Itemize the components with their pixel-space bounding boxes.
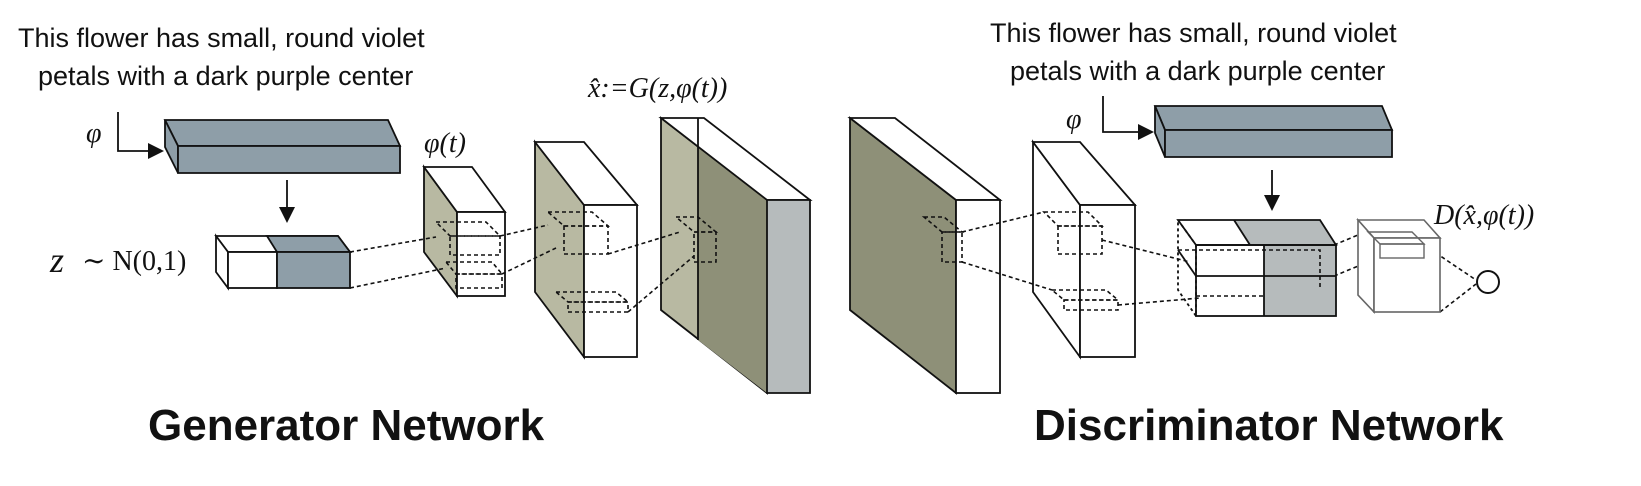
discriminator-down-arrow [1264,170,1280,211]
generator-output-label: x̂:=G(z,φ(t)) [587,73,727,104]
generator-phi-label: φ [86,118,102,149]
generator-dotted-connections [349,211,719,313]
discriminator-input-image [847,116,1003,395]
discriminator-phi-label: φ [1066,104,1082,135]
phi-t-label: φ(t) [424,128,466,159]
generator-layer-2 [533,139,639,360]
generator-layer-1 [422,164,507,299]
generator-down-arrow [279,180,295,223]
discriminator-concat-block [1176,217,1338,319]
discriminator-title: Discriminator Network [1034,401,1504,450]
generator-phi-arrow [117,112,164,159]
generator-output-image [658,116,813,395]
discriminator-caption-line2: petals with a dark purple center [1010,56,1385,86]
discriminator-text-embedding-bar [1153,105,1394,158]
discriminator-output-node [1476,270,1500,294]
discriminator-layer-2 [1031,139,1137,360]
discriminator-output-label: D(x̂,φ(t)) [1433,200,1534,231]
generator-text-embedding-bar [163,119,402,174]
generator-concat-vector [214,233,352,291]
generator-title: Generator Network [148,401,545,450]
discriminator-final-cube [1356,217,1442,315]
discriminator-caption-line1: This flower has small, round violet [990,18,1397,48]
generator-caption-line1: This flower has small, round violet [18,23,425,53]
noise-variable: z [49,240,64,280]
noise-distribution: ∼ N(0,1) [82,246,186,277]
discriminator-phi-arrow [1102,96,1154,140]
generator-caption-line2: petals with a dark purple center [38,61,413,91]
